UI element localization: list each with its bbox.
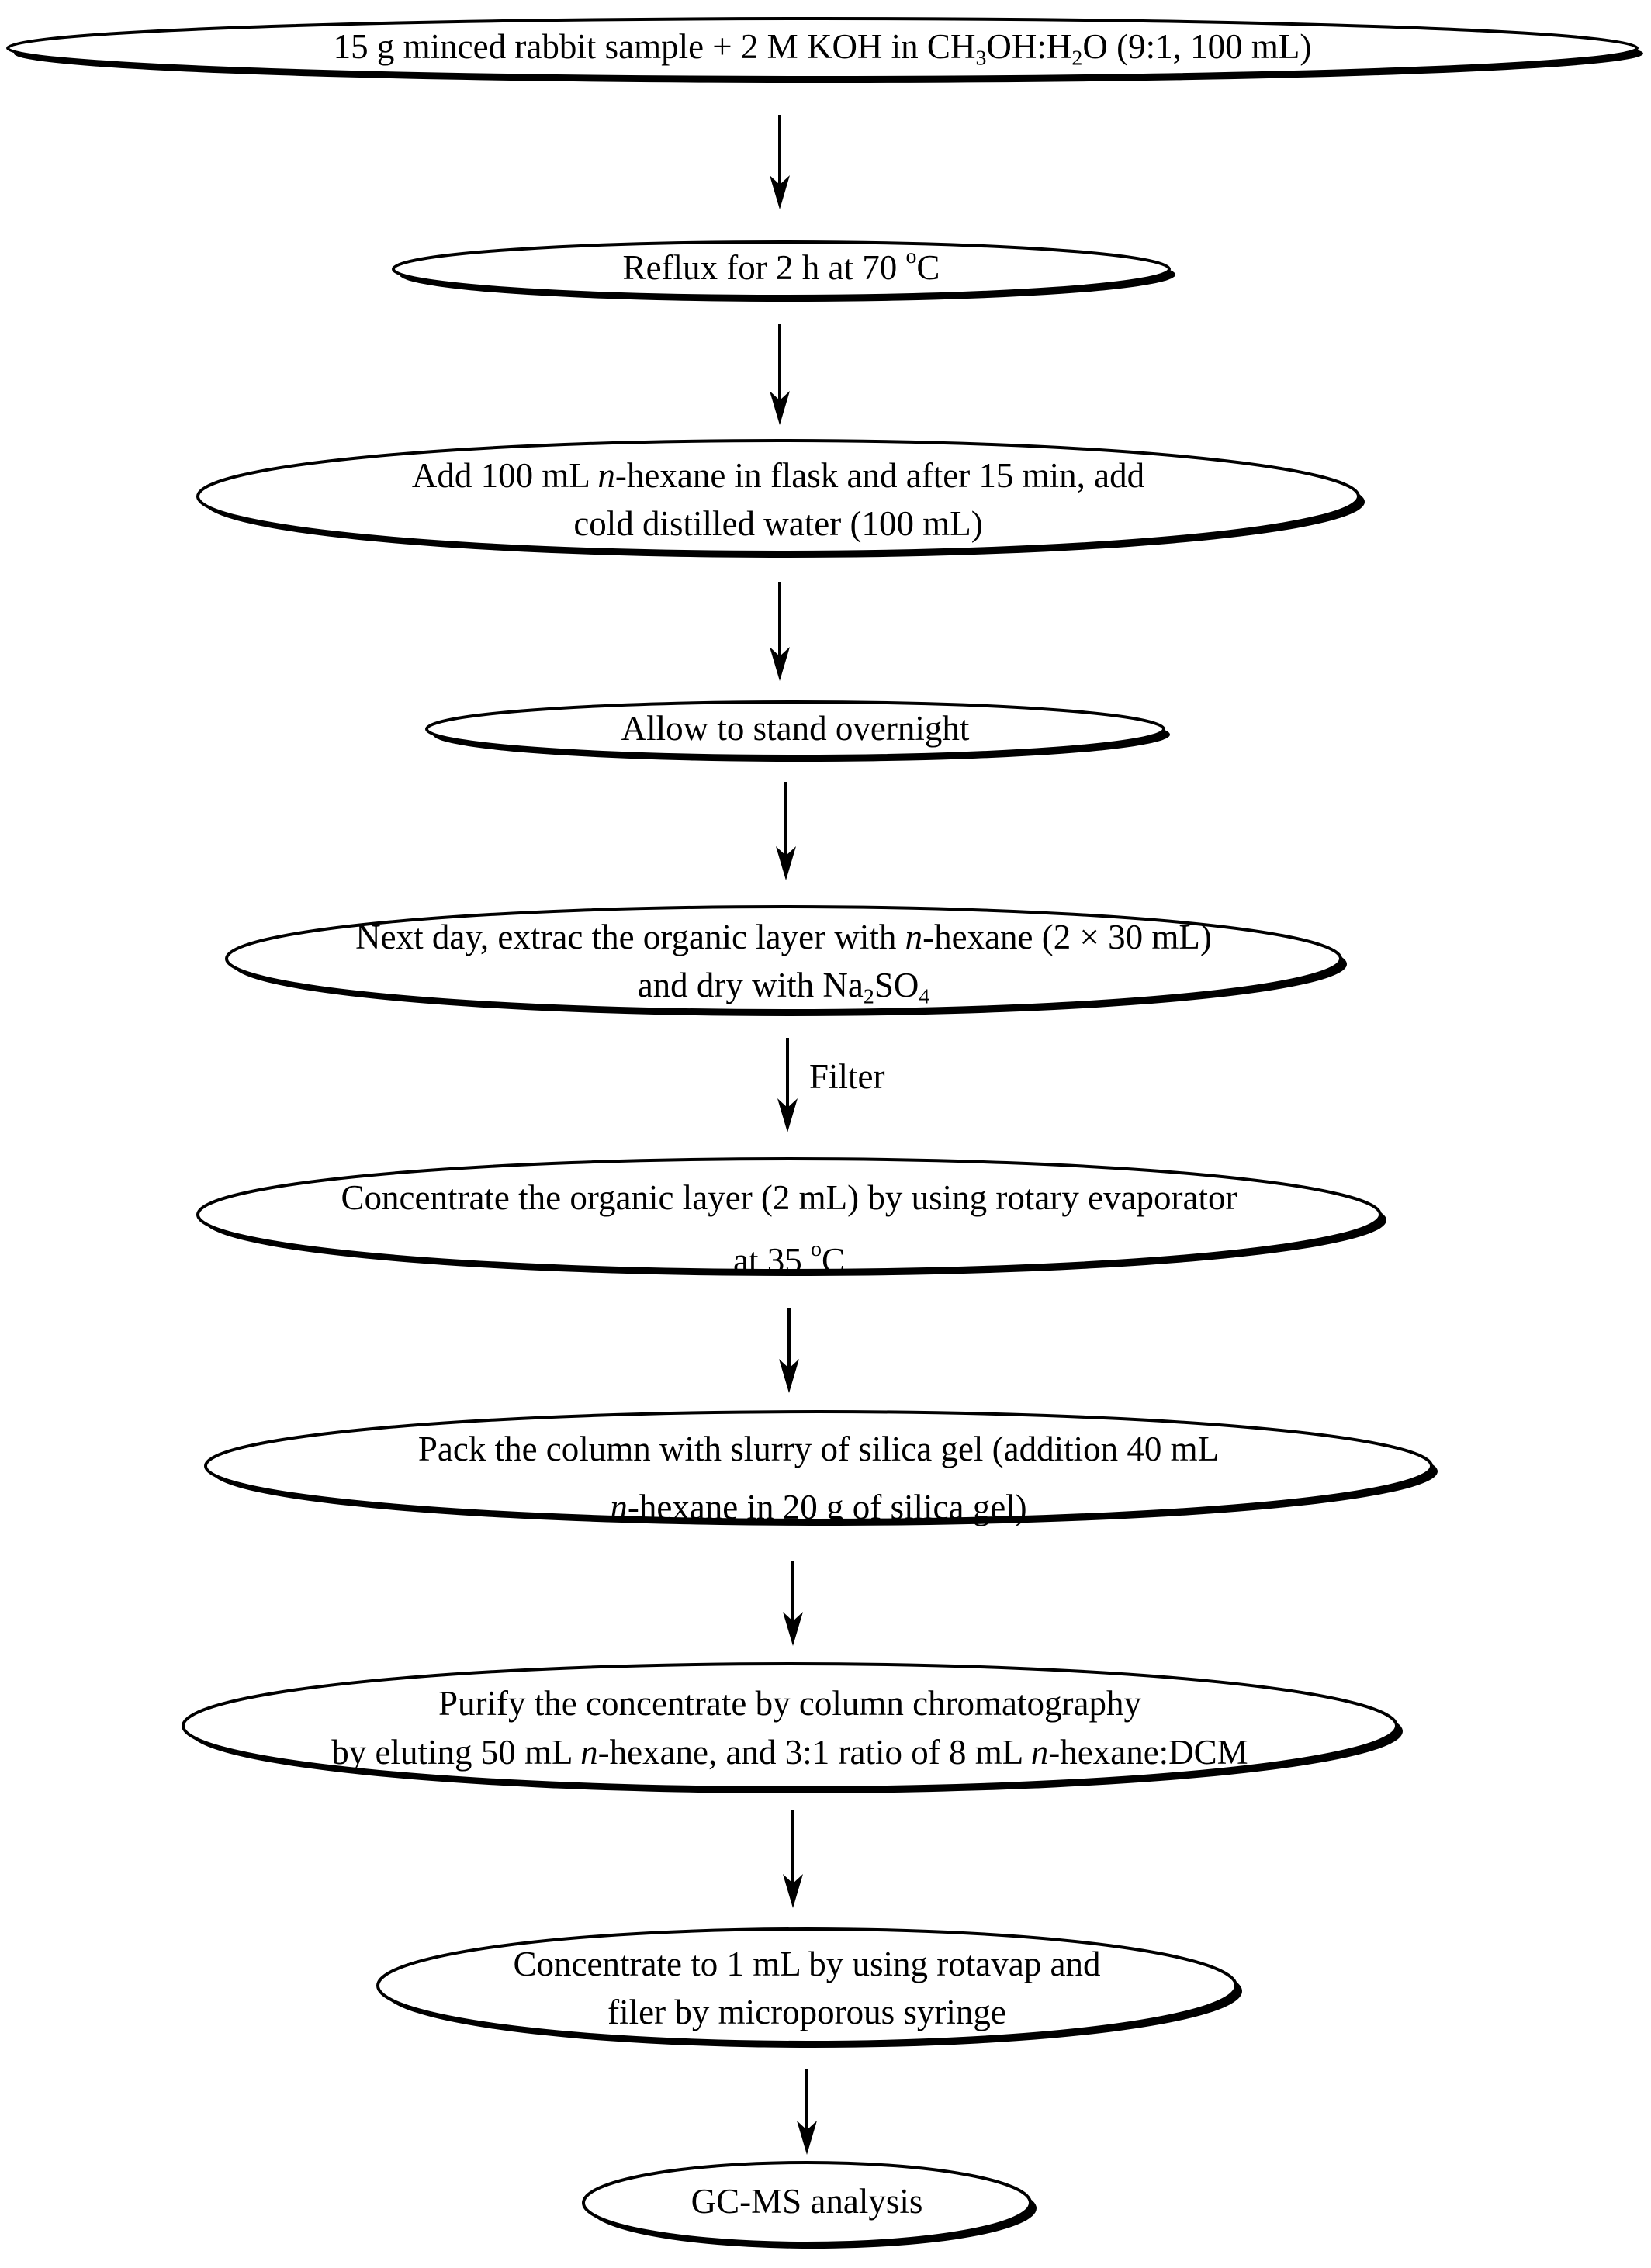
node-label-n3-line-1: Add 100 mL n-hexane in flask and after 1… [411,456,1145,495]
node-label-n6-line-2: at 35 oC [733,1237,845,1280]
node-ellipse-n3 [196,439,1360,554]
edge-arrowhead-n3-n4 [770,647,790,681]
node-label-n10-line-1: GC-MS analysis [691,2182,923,2221]
node-label-n5-line-2: and dry with Na2SO4 [637,966,930,1009]
edge-arrowhead-n5-n6 [777,1098,798,1132]
node-label-n9-line-1: Concentrate to 1 mL by using rotavap and [513,1945,1101,1983]
edge-arrowhead-n1-n2 [770,175,790,209]
node-ellipse-n1 [6,17,1639,79]
node-label-n5-line-1: Next day, extrac the organic layer with … [355,918,1212,956]
edge-label-n5-n6: Filter [809,1057,885,1096]
node-label-n7-line-2: n-hexane in 20 g of silica gel) [610,1488,1027,1526]
edge-arrowhead-n8-n9 [783,1874,803,1908]
node-label-n6-line-1: Concentrate the organic layer (2 mL) by … [341,1178,1237,1217]
node-label-n2-line-1: Reflux for 2 h at 70 oC [622,244,940,287]
node-ellipse-n5 [225,905,1342,1012]
node-ellipse-n6 [196,1157,1382,1272]
node-ellipse-n4 [425,700,1165,758]
node-ellipse-n2 [392,240,1171,298]
edge-arrowhead-n6-n7 [779,1359,799,1393]
node-label-n9-line-2: filer by microporous syringe [607,1993,1006,2031]
node-label-n1-line-1: 15 g minced rabbit sample + 2 M KOH in C… [333,27,1312,71]
node-ellipse-n8 [182,1662,1398,1789]
node-label-n8-line-2: by eluting 50 mL n-hexane, and 3:1 ratio… [331,1733,1248,1772]
node-label-n3-line-2: cold distilled water (100 mL) [573,504,983,543]
node-label-n8-line-1: Purify the concentrate by column chromat… [438,1684,1141,1723]
node-ellipse-n10 [582,2161,1032,2245]
edge-arrowhead-n2-n3 [770,391,790,425]
node-label-n7-line-1: Pack the column with slurry of silica ge… [417,1430,1220,1468]
node-ellipse-n9 [376,1927,1237,2044]
edge-arrowhead-n4-n5 [776,846,796,880]
edge-arrowhead-n7-n8 [783,1612,803,1646]
node-label-n4-line-1: Allow to stand overnight [621,709,970,748]
node-ellipse-n7 [204,1410,1433,1522]
edge-arrowhead-n9-n10 [797,2121,817,2155]
